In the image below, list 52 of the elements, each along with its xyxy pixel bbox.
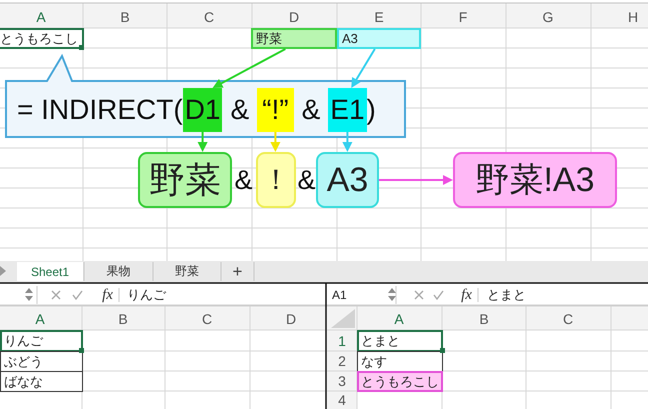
highlighted-reference: D1 [182, 88, 222, 132]
column-letter: B [119, 8, 131, 26]
formula-text: = INDIRECT( [17, 94, 183, 126]
plus-sign: + [232, 262, 244, 281]
spreadsheet-cell: ばなな [0, 371, 83, 392]
column-letter: B [478, 310, 490, 328]
ampersand: & [233, 164, 254, 196]
column-letter: C [200, 310, 214, 328]
result-box: 野菜!A3 [453, 152, 617, 208]
spreadsheet-cell: なす [357, 351, 443, 372]
column-letter: E [373, 8, 385, 26]
column-letter: A [34, 310, 46, 328]
column-letter: D [284, 310, 298, 328]
spreadsheet-cell: りんご [0, 330, 83, 352]
arrow [342, 132, 352, 152]
column-letter: B [117, 310, 129, 328]
spreadsheet-cell: A3 [337, 28, 421, 49]
ampersand: & [296, 164, 316, 196]
row-number: 2 [337, 352, 347, 370]
highlighted-reference: “!” [257, 88, 294, 132]
arrow [212, 48, 286, 88]
value-box: A3 [316, 152, 379, 208]
column-letter: G [542, 8, 554, 26]
formula-text: & [302, 94, 320, 126]
value-box: 野菜 [138, 152, 232, 208]
formula-text: ) [366, 94, 376, 126]
arrow [198, 132, 208, 152]
sheet-tab: Sheet1 [17, 262, 83, 281]
formula-text: & [230, 94, 250, 126]
spreadsheet-cell: とうもろこし [0, 28, 84, 49]
function-label: fx [460, 286, 473, 304]
column-letter: D [288, 8, 300, 26]
arrow [351, 48, 376, 88]
function-label: fx [101, 286, 114, 304]
highlighted-reference: E1 [328, 88, 367, 132]
value-box: ！ [256, 152, 296, 208]
column-letter: C [562, 310, 574, 328]
speech-bubble [5, 55, 406, 138]
arrow [270, 132, 280, 152]
spreadsheet-cell: 野菜 [251, 28, 337, 49]
row-number: 4 [337, 391, 347, 409]
spreadsheet-cell: とまと [357, 330, 443, 352]
arrow [379, 175, 453, 185]
column-letter: F [458, 8, 468, 26]
row-number: 1 [337, 332, 347, 350]
spreadsheet-cell: ぶどう [0, 351, 83, 372]
column-letter: A [35, 8, 47, 26]
row-number: 3 [337, 372, 347, 390]
column-letter: H [626, 8, 640, 26]
column-letter: A [393, 310, 405, 328]
spreadsheet-cell: とうもろこし [357, 371, 443, 392]
column-letter: C [202, 8, 216, 26]
